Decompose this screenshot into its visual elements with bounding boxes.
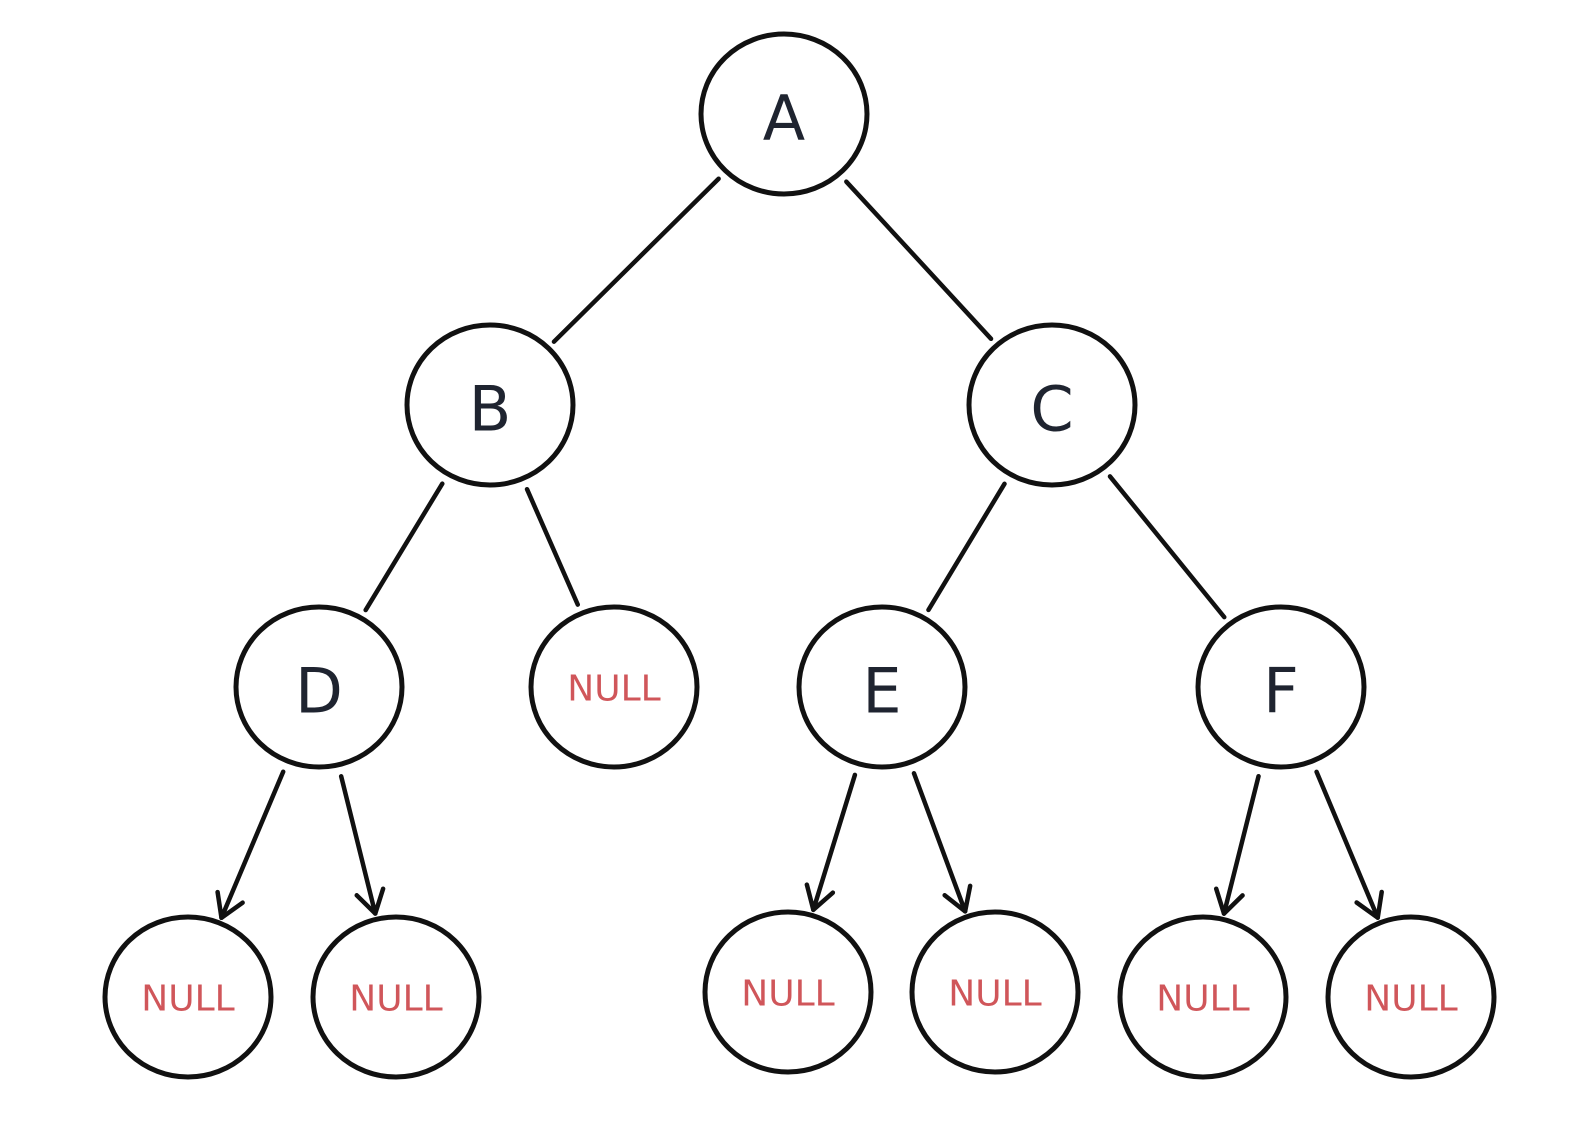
edge-e-to-e-l [804, 772, 858, 913]
edges-layer [215, 176, 1384, 921]
edge-a-to-b [551, 176, 721, 344]
arrow-head-icon [1354, 889, 1384, 920]
arrow-head-icon [354, 886, 386, 916]
tree-node-e: E [796, 604, 968, 770]
node-circle [404, 322, 576, 488]
node-circle [909, 909, 1081, 1075]
edge-line [551, 176, 721, 344]
edge-d-to-d-r [338, 774, 386, 916]
nodes-layer: A B C D NULL E F NULL NULL NULL NULL NULL NULL [102, 31, 1497, 1080]
null-node: NULL [909, 909, 1081, 1075]
node-circle [796, 604, 968, 770]
node-label: F [1263, 655, 1299, 728]
edge-c-to-f [1107, 474, 1227, 620]
edge-e-to-e-r [911, 771, 973, 914]
edge-line [1221, 773, 1261, 916]
null-node: NULL [1325, 914, 1497, 1080]
null-label: NULL [741, 974, 834, 1015]
edge-a-to-c [844, 179, 994, 342]
edge-d-to-d-l [215, 769, 286, 921]
edge-f-to-f-r [1314, 769, 1384, 920]
null-label: NULL [1364, 979, 1457, 1020]
edge-f-to-f-l [1213, 773, 1261, 916]
null-node: NULL [102, 914, 274, 1080]
node-circle [698, 31, 870, 197]
edge-line [926, 481, 1007, 613]
edge-line [524, 486, 581, 607]
tree-node-a: A [698, 31, 870, 197]
node-label: B [469, 373, 512, 446]
edge-line [911, 771, 968, 914]
arrow-head-icon [804, 882, 836, 913]
edge-c-to-e [926, 481, 1007, 613]
tree-node-c: C [966, 322, 1138, 488]
edge-line [811, 772, 858, 913]
node-circle [102, 914, 274, 1080]
arrow-head-icon [1213, 886, 1245, 916]
tree-node-b: B [404, 322, 576, 488]
node-circle [1117, 914, 1289, 1080]
null-node: NULL [702, 909, 874, 1075]
edge-line [844, 179, 994, 342]
node-circle [1325, 914, 1497, 1080]
node-circle [233, 604, 405, 770]
node-label: E [862, 655, 901, 728]
null-label: NULL [349, 979, 442, 1020]
null-node: NULL [1117, 914, 1289, 1080]
null-label: NULL [948, 974, 1041, 1015]
edge-b-to-d [363, 481, 445, 613]
edge-line [363, 481, 445, 613]
edge-line [338, 774, 378, 916]
arrow-head-icon [215, 889, 245, 921]
edge-b-to-b-r [524, 486, 581, 607]
node-label: D [295, 655, 343, 728]
null-node: NULL [310, 914, 482, 1080]
node-label: C [1030, 373, 1073, 446]
edge-line [219, 769, 286, 921]
node-circle [966, 322, 1138, 488]
null-label: NULL [1156, 979, 1249, 1020]
edge-line [1314, 769, 1380, 920]
node-circle [702, 909, 874, 1075]
edge-line [1107, 474, 1227, 620]
node-label: A [763, 82, 805, 155]
null-node: NULL [528, 604, 700, 770]
tree-node-f: F [1195, 604, 1367, 770]
node-circle [1195, 604, 1367, 770]
tree-node-d: D [233, 604, 405, 770]
node-circle [528, 604, 700, 770]
node-circle [310, 914, 482, 1080]
arrow-head-icon [942, 883, 973, 914]
null-label: NULL [141, 979, 234, 1020]
null-label: NULL [567, 669, 660, 710]
